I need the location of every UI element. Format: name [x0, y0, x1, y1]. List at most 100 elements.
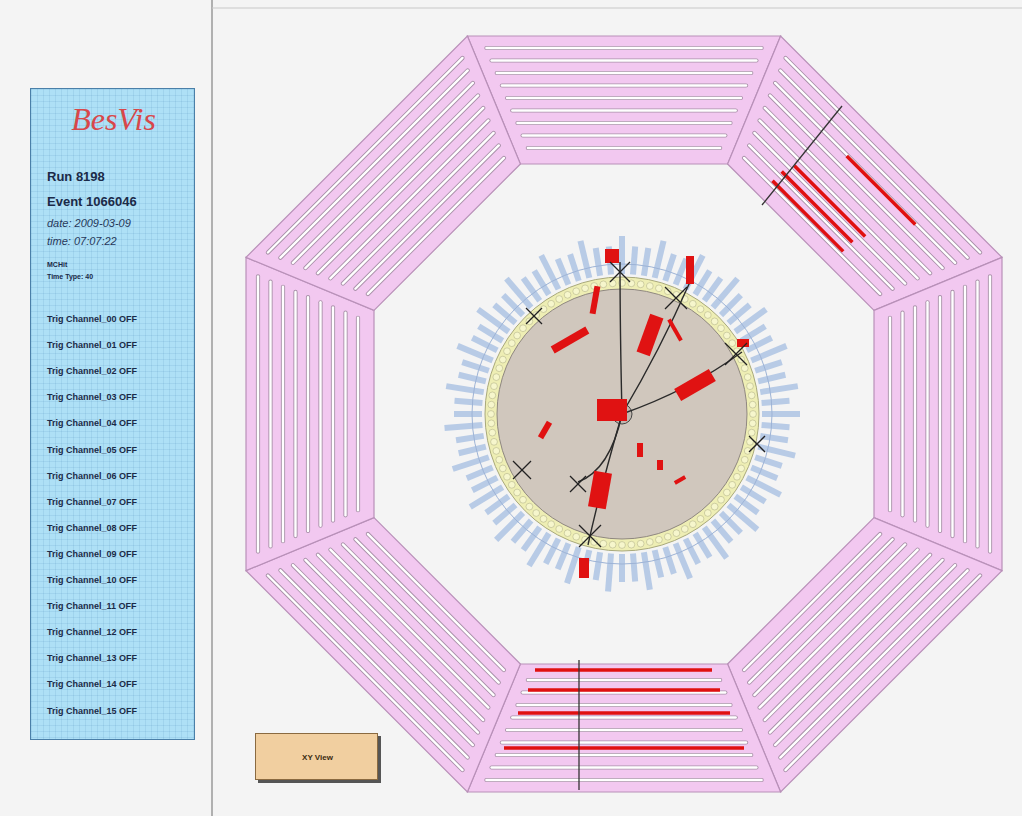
muon-strip	[492, 766, 757, 768]
muon-strip	[502, 740, 746, 744]
muon-strip	[888, 318, 892, 510]
side-ground	[0, 0, 212, 816]
tof-counter	[570, 254, 579, 281]
muon-strip	[497, 754, 751, 756]
shower-marker	[749, 436, 765, 452]
muon-strip	[770, 560, 943, 733]
tof-cell	[504, 348, 511, 355]
muon-strip	[938, 297, 942, 531]
tof-counter	[523, 278, 539, 301]
muon-strip	[780, 570, 967, 757]
muon-strip	[356, 318, 360, 510]
muon-hit	[504, 746, 744, 750]
muon-chambers	[246, 36, 1002, 792]
time-text: time: 07:07:22	[47, 235, 117, 247]
tof-cell	[564, 291, 571, 298]
shower-marker	[570, 476, 586, 492]
tof-cell	[697, 306, 704, 313]
tof-counter	[472, 478, 497, 491]
muon-strip	[280, 70, 467, 257]
muon-strip	[528, 147, 720, 149]
emc-hit	[579, 558, 589, 578]
trigger-channel: Trig Channel_10 OFF	[47, 575, 137, 585]
muon-strip	[770, 95, 943, 268]
muon-hit	[535, 668, 712, 672]
trigger-channel: Trig Channel_09 OFF	[47, 549, 137, 559]
trigger-channel: Trig Channel_08 OFF	[47, 523, 137, 533]
muon-strip	[294, 292, 296, 536]
tof-cell	[748, 392, 755, 399]
shower-marker	[610, 262, 630, 282]
muon-sector	[728, 518, 1002, 792]
tof-cell	[488, 411, 495, 418]
frame-line	[212, 8, 1022, 9]
tof-cell	[749, 420, 756, 427]
mdc-disk	[497, 289, 747, 539]
muon-strip	[280, 570, 467, 757]
tof-cell	[600, 281, 607, 288]
muon-strip	[988, 276, 992, 551]
muon-strip	[492, 58, 757, 62]
tof-cell	[723, 332, 730, 339]
muon-sector	[246, 518, 520, 792]
tof-cell	[489, 392, 496, 399]
tof-cell	[673, 530, 680, 537]
muon-strip	[307, 297, 309, 531]
tof-cell	[489, 429, 496, 436]
tof-cell	[491, 383, 498, 390]
muon-strip	[497, 71, 751, 75]
muon-strip	[486, 47, 761, 49]
muon-strip	[305, 95, 478, 268]
tof-cell	[520, 325, 527, 332]
tof-cell	[718, 496, 725, 503]
muon-strip	[775, 83, 955, 263]
tof-cell	[741, 365, 748, 372]
tof-counter	[762, 411, 800, 417]
tof-cell	[556, 296, 563, 303]
muon-strip	[517, 121, 730, 125]
tof-cell	[582, 536, 589, 543]
muon-strip	[926, 302, 928, 525]
trigger-channel: Trig Channel_11 OFF	[47, 601, 137, 611]
muon-strip	[281, 287, 285, 541]
info-text: MCHit	[47, 261, 67, 268]
muon-strip	[765, 555, 930, 720]
mdc-hit	[637, 443, 643, 457]
muon-strip	[492, 765, 757, 769]
mdc-hit	[667, 319, 682, 342]
tof-cell	[526, 503, 533, 510]
tof-cell	[514, 332, 521, 339]
muon-strip	[331, 307, 335, 520]
tof-cell	[628, 541, 635, 548]
divider-line	[211, 0, 213, 816]
tof-cell	[496, 456, 503, 463]
muon-strip	[282, 287, 284, 541]
tof-cell	[548, 300, 555, 307]
tof-cell	[749, 401, 756, 408]
tof-counter	[608, 554, 611, 592]
tof-counter	[644, 248, 648, 276]
tof-counter	[760, 386, 798, 392]
muon-strip	[293, 292, 297, 536]
muon-sector	[246, 36, 520, 310]
trigger-channel: Trig Channel_04 OFF	[47, 418, 137, 428]
tof-counter	[665, 254, 674, 281]
tof-cell	[548, 521, 555, 528]
muon-strip	[293, 83, 473, 263]
mdc-hit	[637, 314, 664, 356]
tof-counter	[655, 550, 662, 577]
muon-strip	[775, 565, 955, 745]
shower-marker	[749, 436, 765, 452]
tof-cell	[664, 533, 671, 540]
tof-cell	[689, 521, 696, 528]
muon-hit	[772, 181, 843, 252]
tof-cell	[504, 473, 511, 480]
tof-cell	[723, 489, 730, 496]
tof-counter	[665, 547, 674, 574]
tof-cell	[488, 401, 495, 408]
tof-cell	[619, 542, 626, 549]
muon-strip	[318, 108, 483, 273]
muon-strip	[900, 313, 904, 516]
muon-strip	[975, 282, 979, 547]
muon-strip	[770, 95, 943, 268]
